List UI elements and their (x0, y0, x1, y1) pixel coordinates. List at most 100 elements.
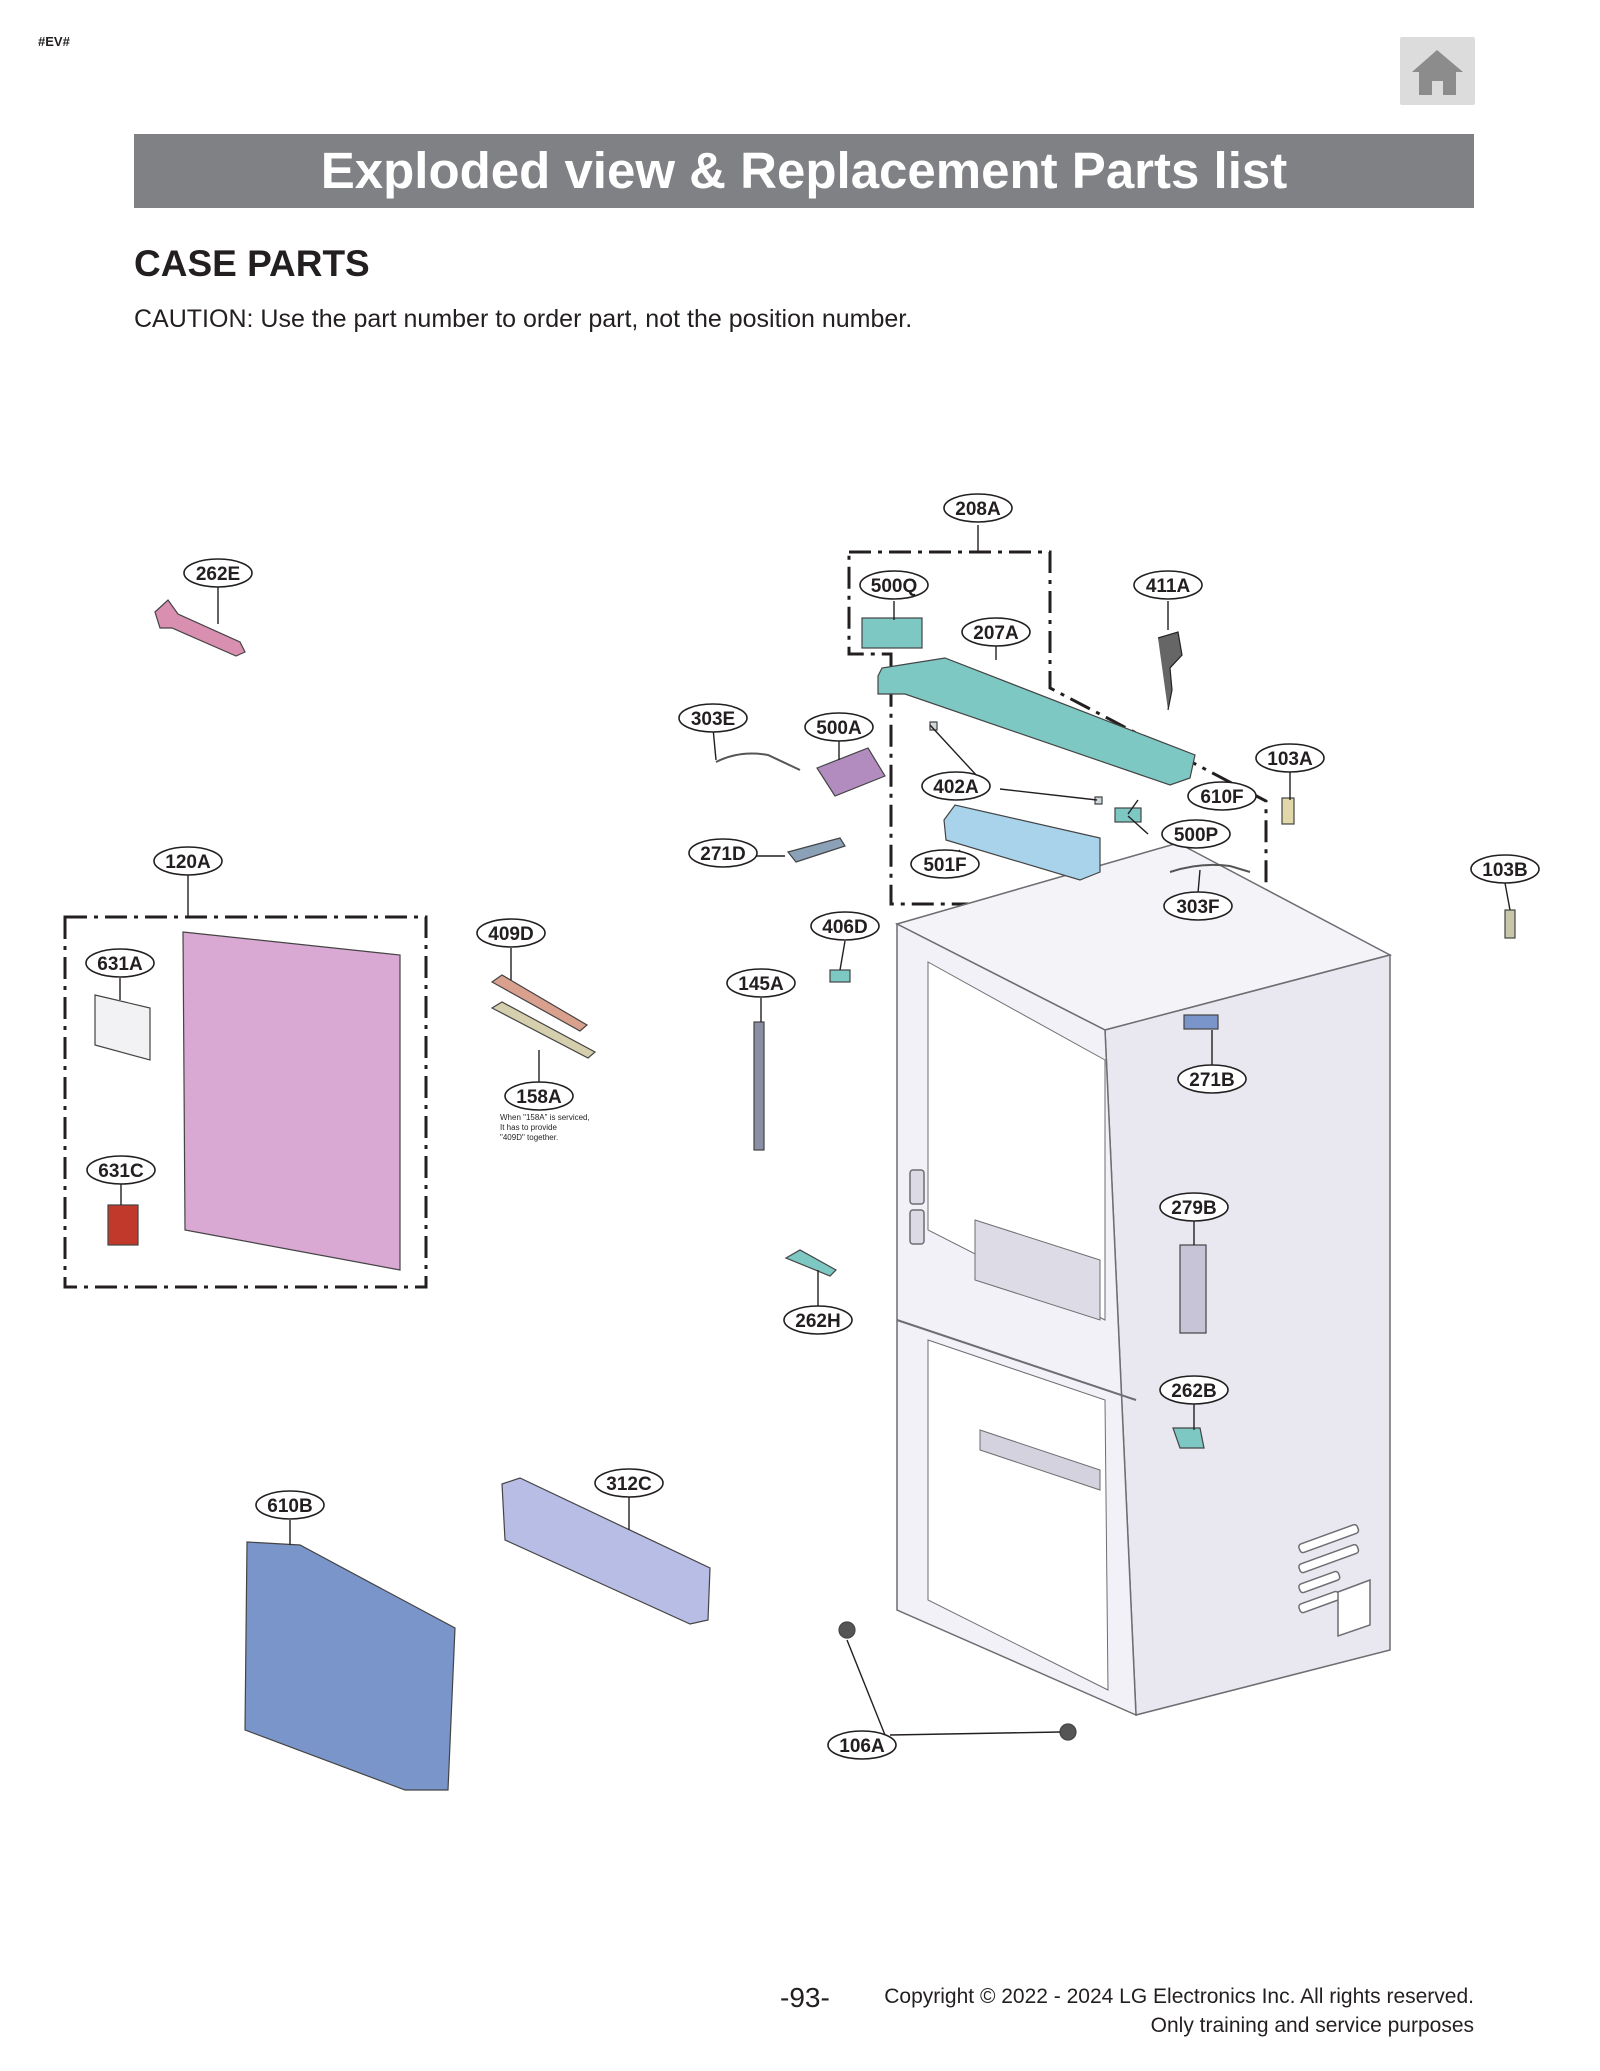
callout-bubble (726, 968, 796, 998)
part-145a-rail (753, 1021, 765, 1151)
part-406d-bracket (829, 969, 851, 983)
part-402a-sensor (929, 721, 1103, 805)
callout-bubble (85, 948, 155, 978)
leader-lines (119, 525, 1511, 1736)
page-number: -93- (780, 1982, 830, 2013)
part-610b-fan-duct (244, 1541, 456, 1791)
callout-271d: 271D (688, 838, 758, 868)
callout-bubble (1161, 819, 1231, 849)
part-500p-board (1114, 807, 1142, 823)
parts (94, 599, 1516, 1791)
page-title: Exploded view & Replacement Parts list (320, 142, 1288, 199)
callout-bubble (255, 1490, 325, 1520)
section-heading: CASE PARTS (134, 243, 370, 284)
group-120a-outline (63, 915, 428, 1289)
callout-406d: 406D (810, 911, 880, 941)
callout-279b: 279B (1159, 1192, 1229, 1222)
note-158a: When "158A" is serviced, It has to provi… (500, 1113, 590, 1142)
home-icon (1412, 50, 1463, 95)
part-271b-hinge (1183, 1014, 1219, 1030)
part-103b-bracket (1504, 909, 1516, 939)
callout-bubble (678, 703, 748, 733)
part-303e-harness (715, 752, 801, 771)
callout-631a: 631A (85, 948, 155, 978)
callout-411a: 411A (1133, 570, 1203, 600)
part-500a-board (816, 747, 886, 797)
note-158a-line-3: "409D" together. (500, 1133, 558, 1142)
callout-label: 500A (816, 718, 862, 739)
copyright: Copyright © 2022 - 2024 LG Electronics I… (884, 1982, 1474, 2040)
note-158a-line-1: When "158A" is serviced, (500, 1113, 590, 1122)
part-303f-harness (1169, 863, 1251, 873)
callout-label: 610F (1200, 787, 1243, 808)
callout-262e: 262E (183, 558, 253, 588)
callout-label: 500Q (871, 576, 917, 597)
callout-label: 312C (606, 1474, 652, 1495)
callout-bubble (921, 771, 991, 801)
callout-500p: 500P (1161, 819, 1231, 849)
callout-label: 303F (1176, 897, 1219, 918)
callout-303f: 303F (1163, 891, 1233, 921)
part-158a-strip (490, 1001, 597, 1059)
callout-bubble (86, 1155, 156, 1185)
callout-500a: 500A (804, 712, 874, 742)
callout-label: 103A (1267, 749, 1313, 770)
callout-label: 103B (1482, 860, 1527, 881)
callout-label: 120A (165, 852, 211, 873)
callout-409d: 409D (476, 918, 546, 948)
callout-label: 271B (1189, 1070, 1234, 1091)
copyright-line-2: Only training and service purposes (1150, 2014, 1474, 2037)
callout-120a: 120A (153, 846, 223, 876)
callout-bubble (910, 849, 980, 879)
callout-bubble (688, 838, 758, 868)
part-271d-hinge (786, 837, 846, 863)
callout-bubble (594, 1468, 664, 1498)
callout-bubble (943, 493, 1013, 523)
home-button[interactable] (1400, 37, 1475, 105)
callout-631c: 631C (86, 1155, 156, 1185)
callout-label: 262H (795, 1311, 840, 1332)
callout-262h: 262H (783, 1305, 853, 1335)
callout-label: 158A (516, 1087, 562, 1108)
callout-label: 411A (1146, 576, 1191, 597)
title-banner: Exploded view & Replacement Parts list (134, 134, 1474, 208)
callout-158a: 158A (504, 1081, 574, 1111)
callout-bubble (153, 846, 223, 876)
callout-bubble (783, 1305, 853, 1335)
callout-label: 501F (923, 855, 966, 876)
callout-207a: 207A (961, 617, 1031, 647)
callout-bubble (504, 1081, 574, 1111)
callout-103b: 103B (1470, 854, 1540, 884)
part-501f-panel (943, 804, 1101, 881)
callout-label: 500P (1174, 825, 1219, 846)
callout-bubble (859, 570, 929, 600)
callout-bubble (1133, 570, 1203, 600)
callout-145a: 145A (726, 968, 796, 998)
callout-208a: 208A (943, 493, 1013, 523)
callout-106a: 106A (827, 1730, 897, 1760)
document-tag: #EV# (38, 34, 70, 49)
part-631a-filter (94, 994, 151, 1061)
part-312c-cover (501, 1477, 711, 1625)
part-500q-board (861, 617, 923, 649)
callout-bubble (804, 712, 874, 742)
callout-label: 262B (1171, 1381, 1216, 1402)
cabinet (894, 842, 1393, 1717)
callout-label: 106A (839, 1736, 885, 1757)
part-106a-leveler (1059, 1723, 1077, 1741)
callout-bubble (1159, 1375, 1229, 1405)
part-409d-strip (490, 974, 589, 1032)
callout-bubble (1177, 1064, 1247, 1094)
callout-103a: 103A (1255, 743, 1325, 773)
part-262e-wrench (154, 599, 246, 657)
callout-500q: 500Q (859, 570, 929, 600)
callout-402a: 402A (921, 771, 991, 801)
part-207a-cover (877, 657, 1196, 786)
callout-bubble (1187, 781, 1257, 811)
callout-bubble (183, 558, 253, 588)
callout-262b: 262B (1159, 1375, 1229, 1405)
callout-bubble (476, 918, 546, 948)
callout-label: 207A (973, 623, 1019, 644)
